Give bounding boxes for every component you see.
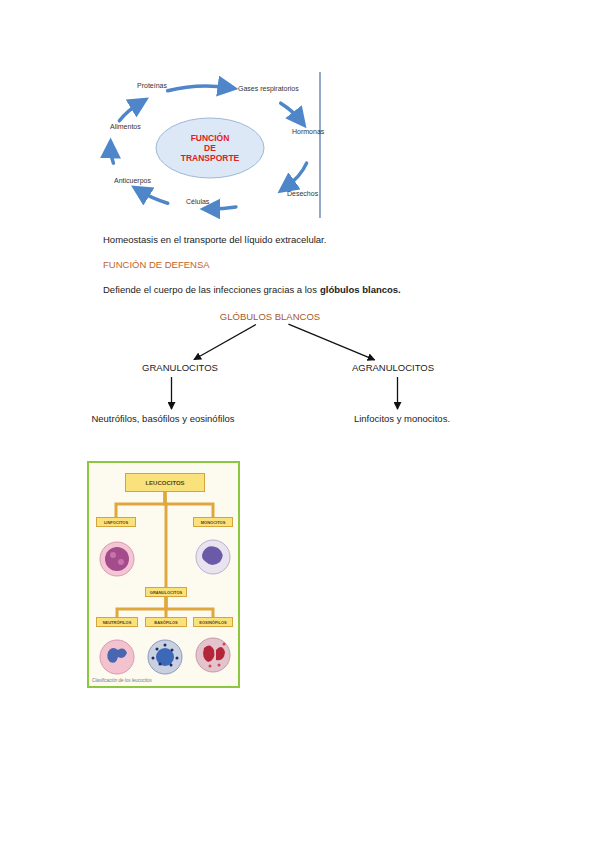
node-text: BASÓFILOS: [154, 620, 177, 625]
arrow-connector: [288, 324, 374, 360]
node-text: GRANULOCITOS: [150, 590, 182, 595]
root-box: LEUCOCITOS: [125, 473, 205, 492]
transport-item: Anticuerpos: [114, 177, 151, 184]
category-node: GRANULOCITOS: [140, 361, 220, 374]
function-ellipse: FUNCIÓN DE TRANSPORTE: [155, 117, 265, 179]
body-text: Homeostasis en el transporte del líquido…: [103, 234, 326, 245]
image-frame: Clasificación de los leucocitos LEUCOCITO…: [87, 461, 240, 688]
cell-type-box: MONOCITOS: [193, 517, 233, 527]
cell-type-box: NEUTRÓFILOS: [96, 617, 138, 627]
transport-item: Alimentos: [110, 123, 141, 130]
node-text: LEUCOCITOS: [145, 480, 184, 486]
transport-item: Células: [186, 198, 209, 205]
node-text: MONOCITOS: [201, 520, 226, 525]
cycle-arrow: [168, 86, 228, 91]
cycle-arrow: [140, 191, 168, 203]
node-text: GRANULOCITOS: [142, 362, 218, 373]
node-text: Neutrófilos, basófilos y eosinófilos: [91, 413, 234, 424]
divider-line: [319, 72, 320, 218]
cycle-arrow: [286, 163, 307, 187]
node-text: FUNCIÓN DE TRANSPORTE: [175, 133, 245, 163]
cell-type-box: LINFOCITOS: [96, 517, 136, 527]
transport-item: Gases respiratorios: [238, 85, 299, 92]
cell-type-box: EOSINÓFILOS: [193, 617, 233, 627]
transport-item: Desechos: [287, 190, 318, 197]
cell-type-box: GRANULOCITOS: [145, 587, 187, 597]
cycle-arrow: [119, 103, 140, 121]
body-text: glóbulos blancos.: [320, 284, 401, 295]
image-caption: Clasificación de los leucocitos: [92, 678, 152, 683]
transport-item: Hormonas: [292, 128, 324, 135]
list-node: Neutrófilos, basófilos y eosinófilos: [78, 412, 248, 425]
transport-item: Proteínas: [137, 82, 167, 89]
category-node: AGRANULOCITOS: [350, 361, 436, 374]
arrow-connector: [194, 324, 256, 359]
section-heading: FUNCIÓN DE DEFENSA: [103, 259, 210, 270]
arrow-connector: [171, 377, 172, 409]
node-text: AGRANULOCITOS: [352, 362, 434, 373]
list-node: Linfocitos y monocitos.: [348, 412, 456, 425]
cycle-arrow: [110, 148, 113, 163]
arrow-connector: [397, 377, 398, 409]
cycle-arrow: [281, 103, 300, 120]
body-text: Defiende el cuerpo de las infecciones gr…: [103, 284, 317, 295]
node-text: NEUTRÓFILOS: [103, 620, 132, 625]
cell-type-box: BASÓFILOS: [145, 617, 187, 627]
node-text: EOSINÓFILOS: [199, 620, 226, 625]
node-text: GLÓBULOS BLANCOS: [220, 311, 320, 322]
node-text: Linfocitos y monocitos.: [354, 413, 450, 424]
ellipse-shape: [156, 118, 264, 178]
heading-node: GLÓBULOS BLANCOS: [215, 310, 325, 323]
cycle-arrow: [210, 207, 236, 209]
node-text: LINFOCITOS: [104, 520, 128, 525]
